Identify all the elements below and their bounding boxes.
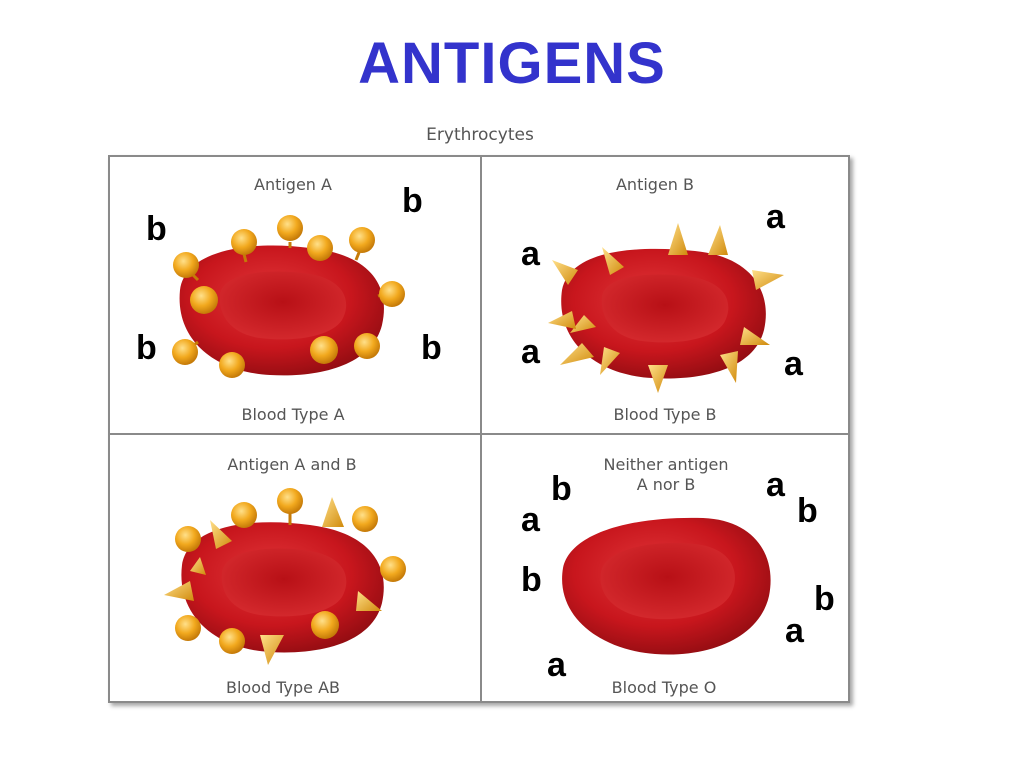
grid-divider-horizontal [110,433,848,435]
annotation-letter: a [521,235,540,273]
cell-dimple [601,274,729,343]
annotation-letter: a [547,646,566,684]
annotation-letter: a [784,345,803,383]
annotation-letter: b [797,492,818,530]
panel-b-top-label: Antigen B [615,175,694,194]
annotation-letter: b [402,182,423,220]
antigen-ab-markers [164,488,406,665]
diagram-subtitle: Erythrocytes [426,125,534,145]
annotation-letter: a [521,333,540,371]
panel-o-bottom-label: Blood Type O [611,678,717,697]
panel-o-top-label-line2: A nor B [636,475,696,494]
annotation-letter: b [551,470,572,508]
panel-o-top-label: Neither antigen [603,455,729,474]
panel-a-top-label: Antigen A [254,175,332,194]
cell-dimple [221,548,347,617]
cell-dimple [600,543,735,620]
red-blood-cell-type-o [562,517,771,655]
annotation-letter: a [766,198,785,236]
panel-ab-top-label: Antigen A and B [227,455,357,474]
panel-ab-bottom-label: Blood Type AB [226,678,340,697]
annotation-letter: a [521,501,540,539]
cell-dimple [219,271,347,340]
annotation-letter: a [785,612,804,650]
red-blood-cell-type-a [172,215,405,378]
red-blood-cell-type-ab [164,488,406,665]
annotation-letter: b [521,561,542,599]
annotation-letter: a [766,466,785,504]
antigen-b-markers [548,223,784,393]
panel-a-bottom-label: Blood Type A [241,405,345,424]
page-title: ANTIGENS [358,31,666,96]
annotation-letter: b [136,329,157,367]
antigen-a-markers [172,215,405,378]
grid-divider-vertical [480,157,482,701]
panel-b-bottom-label: Blood Type B [613,405,717,424]
annotation-letter: b [421,329,442,367]
red-blood-cell-type-b [548,223,784,393]
annotation-letter: b [814,580,835,618]
annotation-letter: b [146,210,167,248]
